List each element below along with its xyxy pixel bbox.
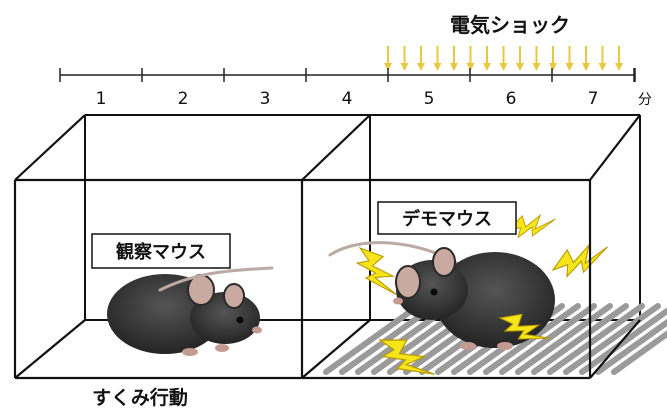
shock-arrow [582,46,590,71]
lightning-bolt-icon [378,339,435,375]
shock-arrow [565,46,574,71]
grid-bar [499,303,597,375]
grid-bar [595,318,667,375]
shock-arrow [516,46,524,71]
shock-arrow [417,46,425,71]
minute-label: 4 [342,89,353,109]
shock-arrow [466,46,475,71]
timeline-unit: 分 [638,92,652,108]
lightning-bolt-icon [506,213,556,239]
shock-arrow [549,46,557,71]
lightning-bolt-icon [551,243,608,278]
grid-bar [323,303,421,375]
grid-bar [515,303,613,375]
demonstrator-label: デモマウス [377,201,517,235]
observer-mouse [107,266,274,356]
demonstrator-label-text: デモマウス [402,208,492,230]
shock-arrow [433,46,442,71]
shock-arrow [499,46,508,71]
grid-bar [611,330,667,375]
lightning-bolt-icon [355,246,397,296]
shock-arrow [450,46,458,71]
shock-arrow [598,46,607,71]
observer-label: 観察マウス [91,233,231,269]
grid-bar [547,303,645,375]
shock-arrow [615,46,623,71]
minute-label: 3 [260,89,271,109]
shock-arrow [483,46,491,71]
shock-arrow [400,46,409,71]
minute-label: 7 [588,89,599,109]
minute-label: 5 [424,89,435,109]
minute-label: 1 [96,89,107,109]
demonstrator-mouse [328,241,555,350]
minute-label: 6 [506,89,517,109]
shock-arrow [384,46,392,71]
timeline-labels: 1 2 3 4 5 6 7 [96,89,599,109]
shock-arrow [532,46,541,71]
lightning-bolt-icon [498,313,550,340]
observer-label-text: 観察マウス [116,241,206,263]
freezing-caption: すくみ行動 [92,386,188,409]
grid-bar [563,303,661,375]
grid-bar [531,303,629,375]
lightning-bolts [355,213,608,375]
grid-bar [579,307,667,375]
minute-label: 2 [178,89,189,109]
chamber-front-edges [13,114,641,380]
timeline-ticks [59,68,636,82]
shock-arrows [384,46,623,71]
shock-title: 電気ショック [450,13,570,37]
